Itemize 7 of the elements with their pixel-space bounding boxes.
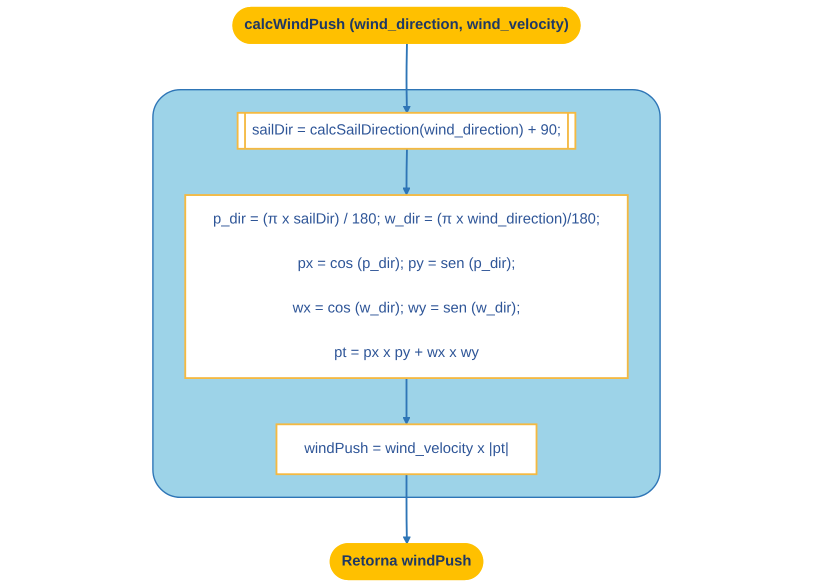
node-box: p_dir = (π x sailDir) / 180; w_dir = (π x wind_direction)/180; px = cos (p_dir); py = sen (p_dir); wx = cos (w_dir); wy = sen (w_dir); pt = px x py + wx x wy <box>184 194 629 379</box>
arrow <box>402 149 411 196</box>
node-box: windPush = wind_velocity x |pt| <box>276 423 538 476</box>
cluster <box>152 88 661 498</box>
arrow <box>402 378 411 425</box>
arrow <box>402 474 411 544</box>
arrow <box>402 44 411 114</box>
